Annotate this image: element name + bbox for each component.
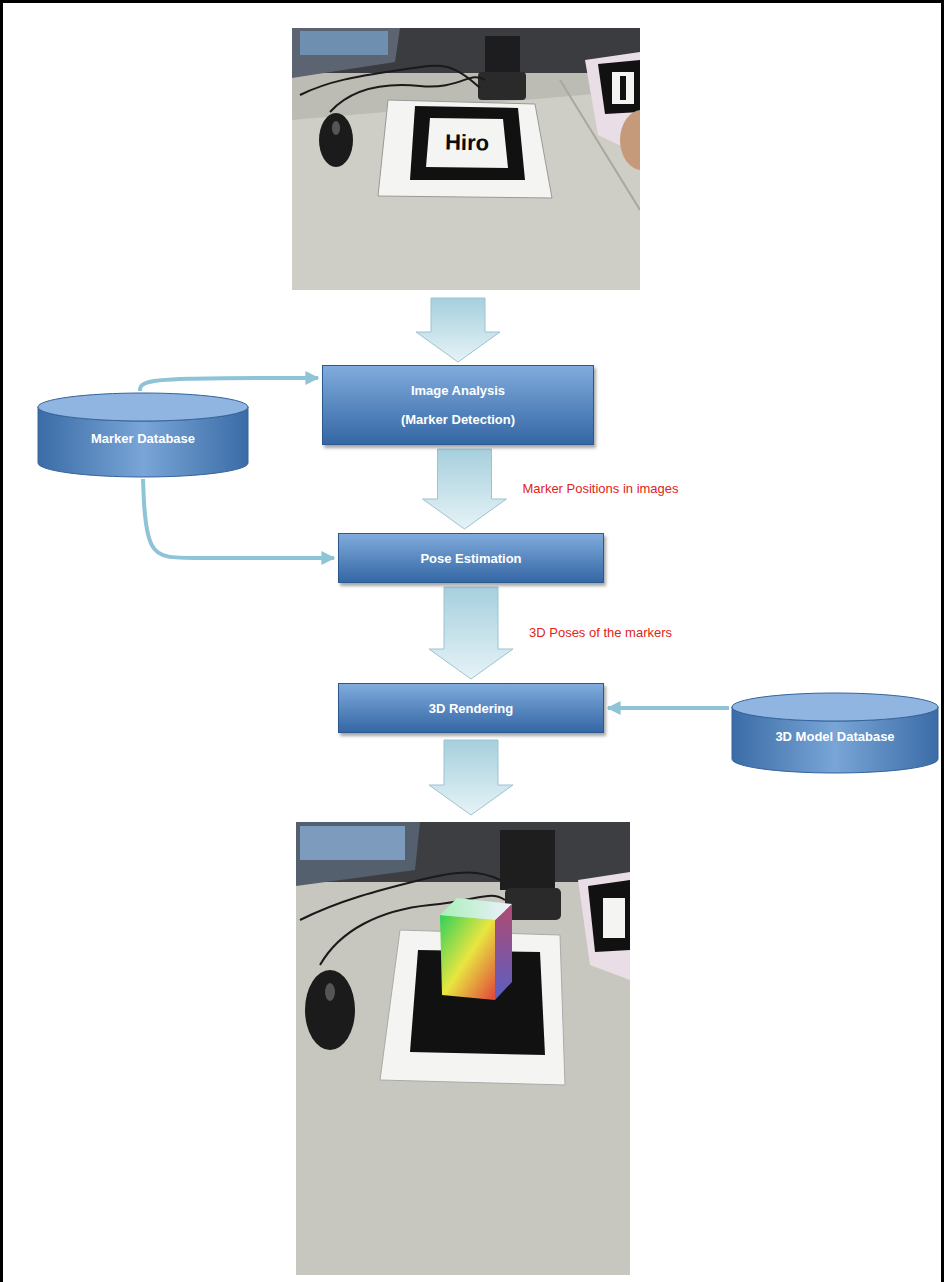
output-photo — [296, 822, 630, 1275]
process-box: 3D Rendering — [338, 683, 604, 733]
hand — [620, 110, 640, 170]
speaker — [500, 830, 555, 890]
monitor — [296, 822, 420, 886]
cylinder-top — [38, 393, 248, 421]
process-box: Pose Estimation — [338, 533, 604, 583]
marker-border — [410, 106, 525, 180]
node-text: Pose Estimation — [420, 551, 521, 566]
edge-label: Marker Positions in images — [523, 481, 679, 496]
marker-inner — [603, 898, 625, 938]
node-text: 3D Model Database — [775, 729, 894, 744]
node-text: Marker Database — [91, 431, 195, 446]
database-cylinder: Marker Database — [38, 393, 248, 477]
device — [505, 888, 561, 920]
mouse-wheel — [332, 121, 340, 135]
input-photo — [292, 28, 640, 290]
desk — [292, 28, 640, 290]
marker-inner — [426, 118, 508, 168]
cube-front — [440, 915, 495, 1000]
database-cylinder: 3D Model Database — [732, 693, 938, 773]
monitor-screen — [300, 31, 388, 55]
mouse-wheel — [325, 983, 335, 1001]
cube-top — [440, 898, 512, 920]
speaker — [485, 36, 520, 74]
node-text: (Marker Detection) — [401, 412, 515, 427]
data-arrow — [608, 706, 729, 710]
marker-border — [598, 60, 640, 114]
marker-paper — [378, 100, 552, 198]
flow-arrow — [429, 740, 513, 815]
flow-arrow — [416, 298, 500, 362]
marker-glyph — [620, 76, 626, 100]
marker-inner — [612, 72, 634, 104]
data-arrow — [140, 378, 318, 391]
process-box: Image Analysis (Marker Detection) — [322, 365, 594, 445]
node-text: Image Analysis — [411, 383, 505, 398]
node-text: 3D Rendering — [429, 701, 514, 716]
flow-arrow — [423, 449, 507, 529]
data-arrow — [143, 479, 334, 558]
edge-label: 3D Poses of the markers — [529, 625, 672, 640]
cable — [300, 66, 480, 95]
monitor-screen — [300, 826, 405, 860]
device — [478, 72, 526, 100]
monitor — [292, 28, 400, 78]
desk-top — [292, 90, 640, 290]
marker-text: Hiro — [445, 130, 489, 157]
cylinder-top — [732, 693, 938, 721]
desk — [296, 822, 630, 1275]
cube-side — [495, 904, 512, 1000]
mouse — [319, 113, 353, 167]
marker-border — [588, 880, 630, 952]
flow-arrow — [429, 587, 513, 679]
paper — [578, 872, 630, 980]
mouse — [305, 970, 355, 1050]
